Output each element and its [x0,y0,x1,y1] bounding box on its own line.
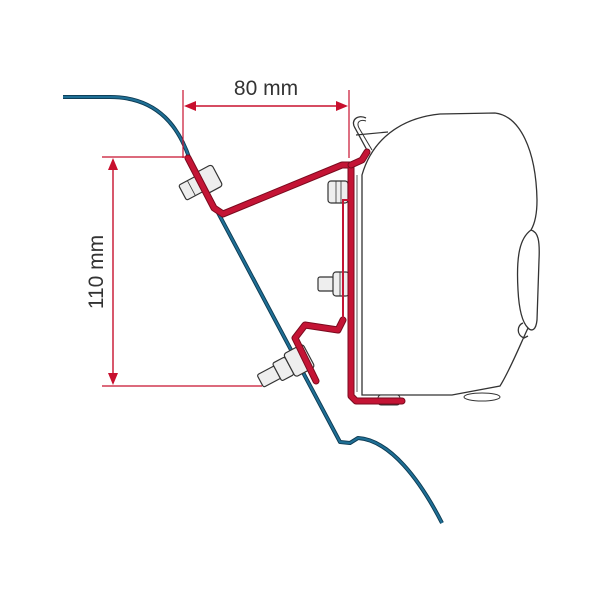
dimension-horizontal: 80 mm [182,77,350,158]
horizontal-dimension-label: 80 mm [234,77,298,100]
vehicle-body [63,95,444,524]
awning-housing [352,112,540,406]
adapter-bracket [184,148,406,405]
arrow-up-icon [108,158,118,170]
vertical-dimension-label: 110 mm [85,235,108,309]
bolt-middle-right [317,271,350,297]
arrow-down-icon [108,373,118,385]
arrow-left-icon [184,101,196,111]
dimension-vertical: 110 mm [85,156,262,387]
bolt-lower-left [257,344,315,388]
arrow-right-icon [336,101,348,111]
bolt-upper-right [327,180,349,204]
